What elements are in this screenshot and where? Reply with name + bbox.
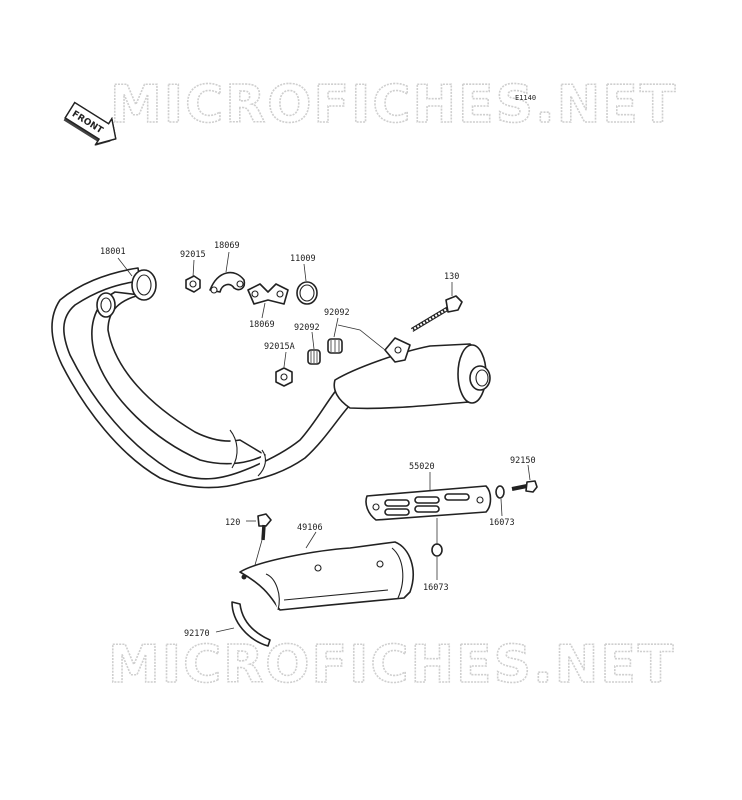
bolt-120 [257,513,272,541]
bolt-130 [410,295,463,332]
part-number-label: 92150 [510,456,536,466]
leader-lines [117,251,531,633]
part-number-label: 130 [444,272,459,282]
washer-16073-b [431,543,443,557]
muffler-part [333,337,491,410]
watermark-bottom: MICROFICHES.NET [108,635,675,695]
part-number-label: 92092 [324,308,350,318]
part-number-label: 16073 [423,583,449,593]
part-labels: 18001 92015 18069 11009 130 18069 92092 … [100,241,536,639]
part-number-label: 49106 [297,523,323,533]
part-number-label: 92170 [184,629,210,639]
part-number-label: 92015 [180,250,206,260]
front-arrow-icon: FRONT [63,101,117,146]
part-number-label: 92015A [264,342,295,352]
washer-16073-a [495,485,505,499]
watermark-top: MICROFICHES.NET [110,75,677,135]
exhaust-pipe-part [51,267,351,489]
part-number-label: 16073 [489,518,515,528]
cover-49106 [239,541,414,611]
spacer-92092-b [327,338,343,354]
holder-18069-upper [209,271,246,294]
band-92170 [231,601,271,647]
diagram-code: E1140 [515,94,536,102]
part-number-label: 120 [225,518,240,528]
nut-92015 [185,275,201,293]
spacer-92092-a [307,349,321,365]
part-number-label: 18001 [100,247,126,257]
gasket-11009 [296,281,318,305]
nut-92015a [275,367,293,387]
part-number-label: 11009 [290,254,316,264]
guard-plate-55020 [365,485,492,521]
part-number-label: 92092 [294,323,320,333]
holder-18069-lower [247,283,289,305]
part-number-label: 55020 [409,462,435,472]
part-number-label: 18069 [214,241,240,251]
bolt-92150 [511,480,538,493]
part-number-label: 18069 [249,320,275,330]
